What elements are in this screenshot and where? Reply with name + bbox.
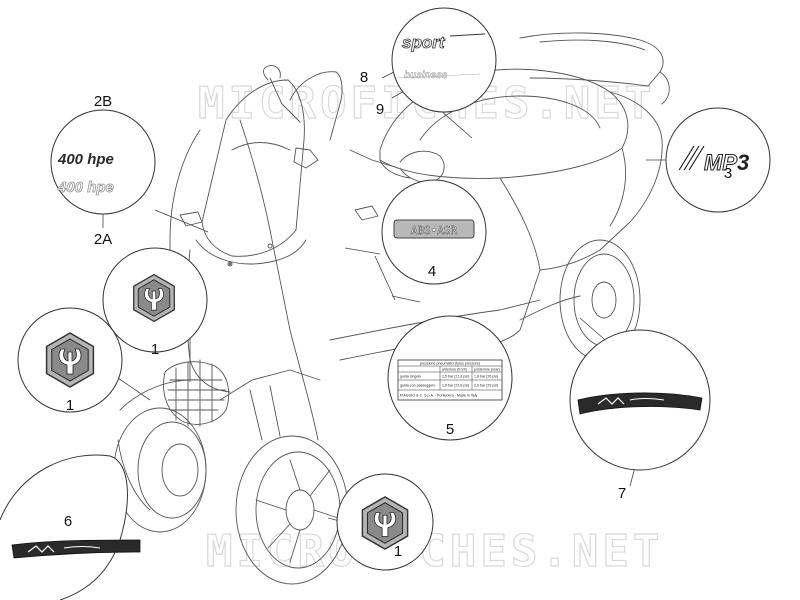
callout-7: 7 xyxy=(618,485,626,502)
detail-circle-rim-stripe-rear xyxy=(569,329,711,471)
detail-circle-piaggio-small xyxy=(102,247,208,353)
detail-circle-rim-stripe-front xyxy=(0,454,141,600)
callout-1-wheel: 1 xyxy=(394,543,402,560)
mp3-mp-decal: MP xyxy=(704,150,737,175)
callout-4: 4 xyxy=(428,263,436,280)
detail-circle-piaggio-wheel xyxy=(336,473,434,571)
callout-8: 8 xyxy=(360,69,368,86)
tyre-label-title: pressione pneumatici (tyres pressure) xyxy=(420,362,480,366)
abs-asr-decal: ABS•ASR xyxy=(411,224,458,237)
tyre-label-col-rear: posteriore (rear) xyxy=(474,368,500,372)
callout-2b: 2B xyxy=(94,93,112,110)
callout-3: 3 xyxy=(724,165,732,182)
detail-circle-tyre-label: pressione pneumatici (tyres pressure) an… xyxy=(387,315,513,441)
detail-circle-mp3: MP 3 xyxy=(665,107,771,213)
badge-400hpe-dark: 400 hpe xyxy=(57,151,114,168)
watermark-bottom: MICROFICHES.NET xyxy=(206,526,663,577)
detail-circle-sport-business: sport business xyxy=(391,7,497,113)
callout-2a: 2A xyxy=(94,231,112,248)
callout-1-small: 1 xyxy=(151,341,159,358)
tyre-label-row1-rear: 1,8 bar (26 psi) xyxy=(474,375,498,379)
tyre-label-footer: PIAGGIO & C. S.p.A. - Pontedera - Made i… xyxy=(400,394,478,398)
callout-5: 5 xyxy=(446,421,454,438)
mp3-3-decal: 3 xyxy=(737,150,749,175)
tyre-label-col-front: anteriore (front) xyxy=(442,368,467,372)
callout-6: 6 xyxy=(64,513,72,530)
callout-numbers: 2B 2A 1 1 1 8 9 3 4 5 7 6 xyxy=(64,69,732,560)
callout-9: 9 xyxy=(376,101,384,118)
detail-circle-abs-asr: ABS•ASR xyxy=(381,179,487,285)
business-decal: business xyxy=(404,70,448,81)
tyre-label-row1-front: 1,5 bar (21,8 psi) xyxy=(442,375,469,379)
tyre-label-row2-front: 1,5 bar (21,8 psi) xyxy=(442,384,469,388)
callout-1-large: 1 xyxy=(66,397,74,414)
tyre-label-row2-cond: guida con passeggero xyxy=(400,384,435,388)
detail-circle-model-badge: 400 hpe 400 hpe xyxy=(50,109,156,215)
badge-400hpe-light: 400 hpe xyxy=(57,179,114,196)
tyre-label-row1-cond: guida singolo xyxy=(400,375,421,379)
detail-circle-piaggio-large xyxy=(17,307,123,413)
tyre-label-row2-rear: 2,0 bar (29 psi) xyxy=(474,384,498,388)
sport-decal: sport xyxy=(402,33,446,52)
